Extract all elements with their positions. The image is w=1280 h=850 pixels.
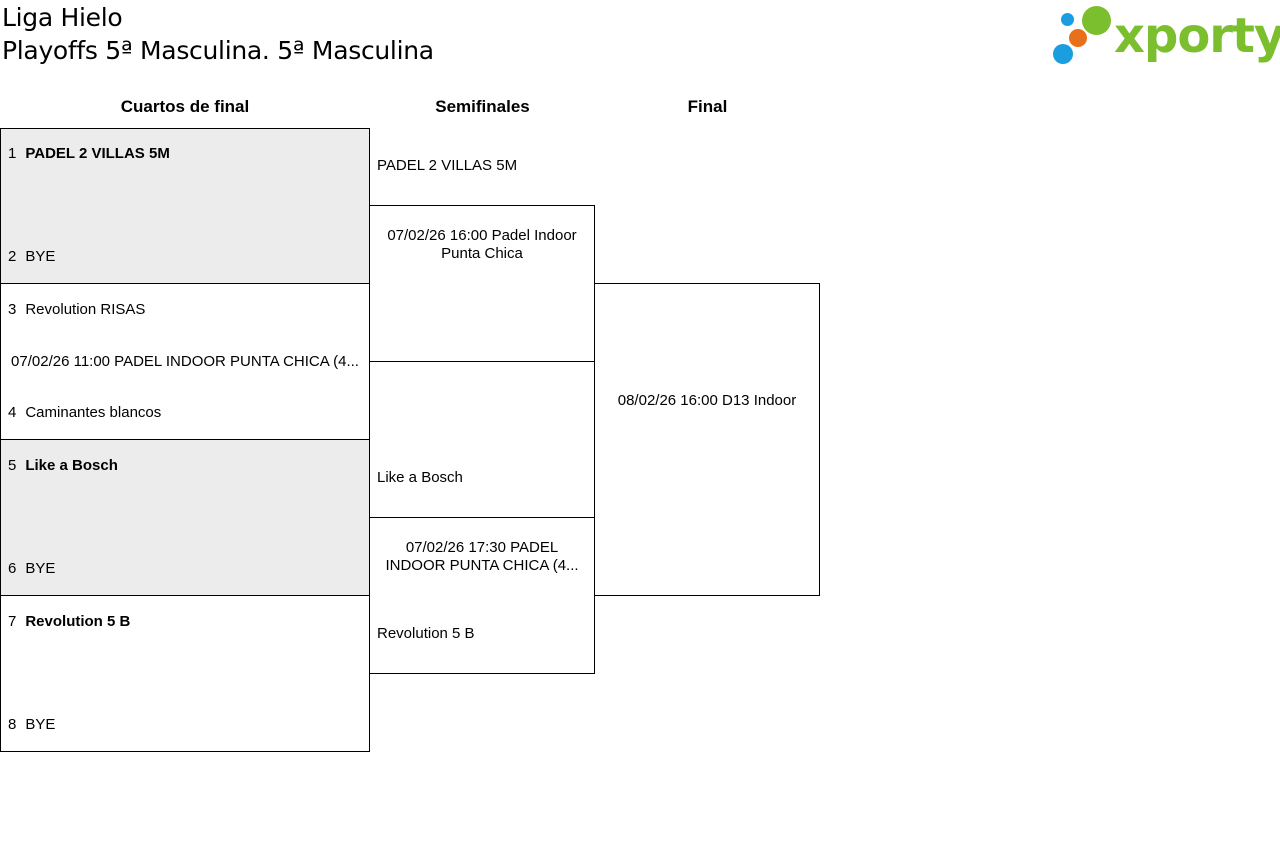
round-header-semifinals: Semifinales [435,97,530,116]
semifinal-2-match-info[interactable]: 07/02/26 17:30 PADEL INDOOR PUNTA CHICA … [385,539,579,574]
quarterfinal-box-1[interactable] [0,128,370,284]
seed-number: 7 [8,613,17,630]
quarterfinal-2-match-info[interactable]: 07/02/26 11:00 PADEL INDOOR PUNTA CHICA … [11,353,359,370]
semifinal-1-team-a[interactable]: PADEL 2 VILLAS 5M [377,157,518,174]
semifinal-2-team-a[interactable]: Like a Bosch [377,469,463,486]
quarterfinal-2-team-b[interactable]: 4 Caminantes blancos [8,404,161,422]
seed-number: 1 [8,145,17,162]
logo-dot-green [1082,6,1111,35]
team-name: Revolution RISAS [25,301,146,318]
team-name: Caminantes blancos [25,404,162,421]
team-name: BYE [25,716,56,733]
seed-number: 8 [8,716,17,733]
team-name: Like a Bosch [25,457,118,474]
round-header-quarterfinals: Cuartos de final [120,97,250,116]
quarterfinal-2-team-a[interactable]: 3 Revolution RISAS [8,301,145,319]
team-name: BYE [25,560,56,577]
league-title: Liga Hielo [2,3,123,32]
xporty-logo: xporty [1052,4,1280,68]
quarterfinal-1-team-b[interactable]: 2 BYE [8,248,55,266]
team-name: PADEL 2 VILLAS 5M [25,145,170,162]
logo-text: xporty [1114,8,1280,64]
seed-number: 3 [8,301,17,318]
seed-number: 2 [8,248,17,265]
final-match-info[interactable]: 08/02/26 16:00 D13 Indoor [617,392,797,409]
seed-number: 4 [8,404,17,421]
logo-dot-orange [1069,29,1087,47]
team-name: BYE [25,248,56,265]
final-box[interactable] [594,283,820,596]
logo-dot-blue-large [1053,44,1073,64]
quarterfinal-3-team-b[interactable]: 6 BYE [8,560,55,578]
quarterfinal-3-team-a[interactable]: 5 Like a Bosch [8,457,118,475]
logo-dot-blue-small [1061,13,1074,26]
seed-number: 6 [8,560,17,577]
round-header-final: Final [687,97,728,116]
quarterfinal-1-team-a[interactable]: 1 PADEL 2 VILLAS 5M [8,145,170,163]
seed-number: 5 [8,457,17,474]
page-title: Playoffs 5ª Masculina. 5ª Masculina [2,36,434,65]
semifinal-1-match-info[interactable]: 07/02/26 16:00 Padel Indoor Punta Chica [387,227,577,262]
quarterfinal-box-3[interactable] [0,439,370,596]
quarterfinal-4-team-a[interactable]: 7 Revolution 5 B [8,613,130,631]
team-name: Revolution 5 B [25,613,131,630]
semifinal-2-team-b[interactable]: Revolution 5 B [377,625,475,642]
quarterfinal-4-team-b[interactable]: 8 BYE [8,716,55,734]
